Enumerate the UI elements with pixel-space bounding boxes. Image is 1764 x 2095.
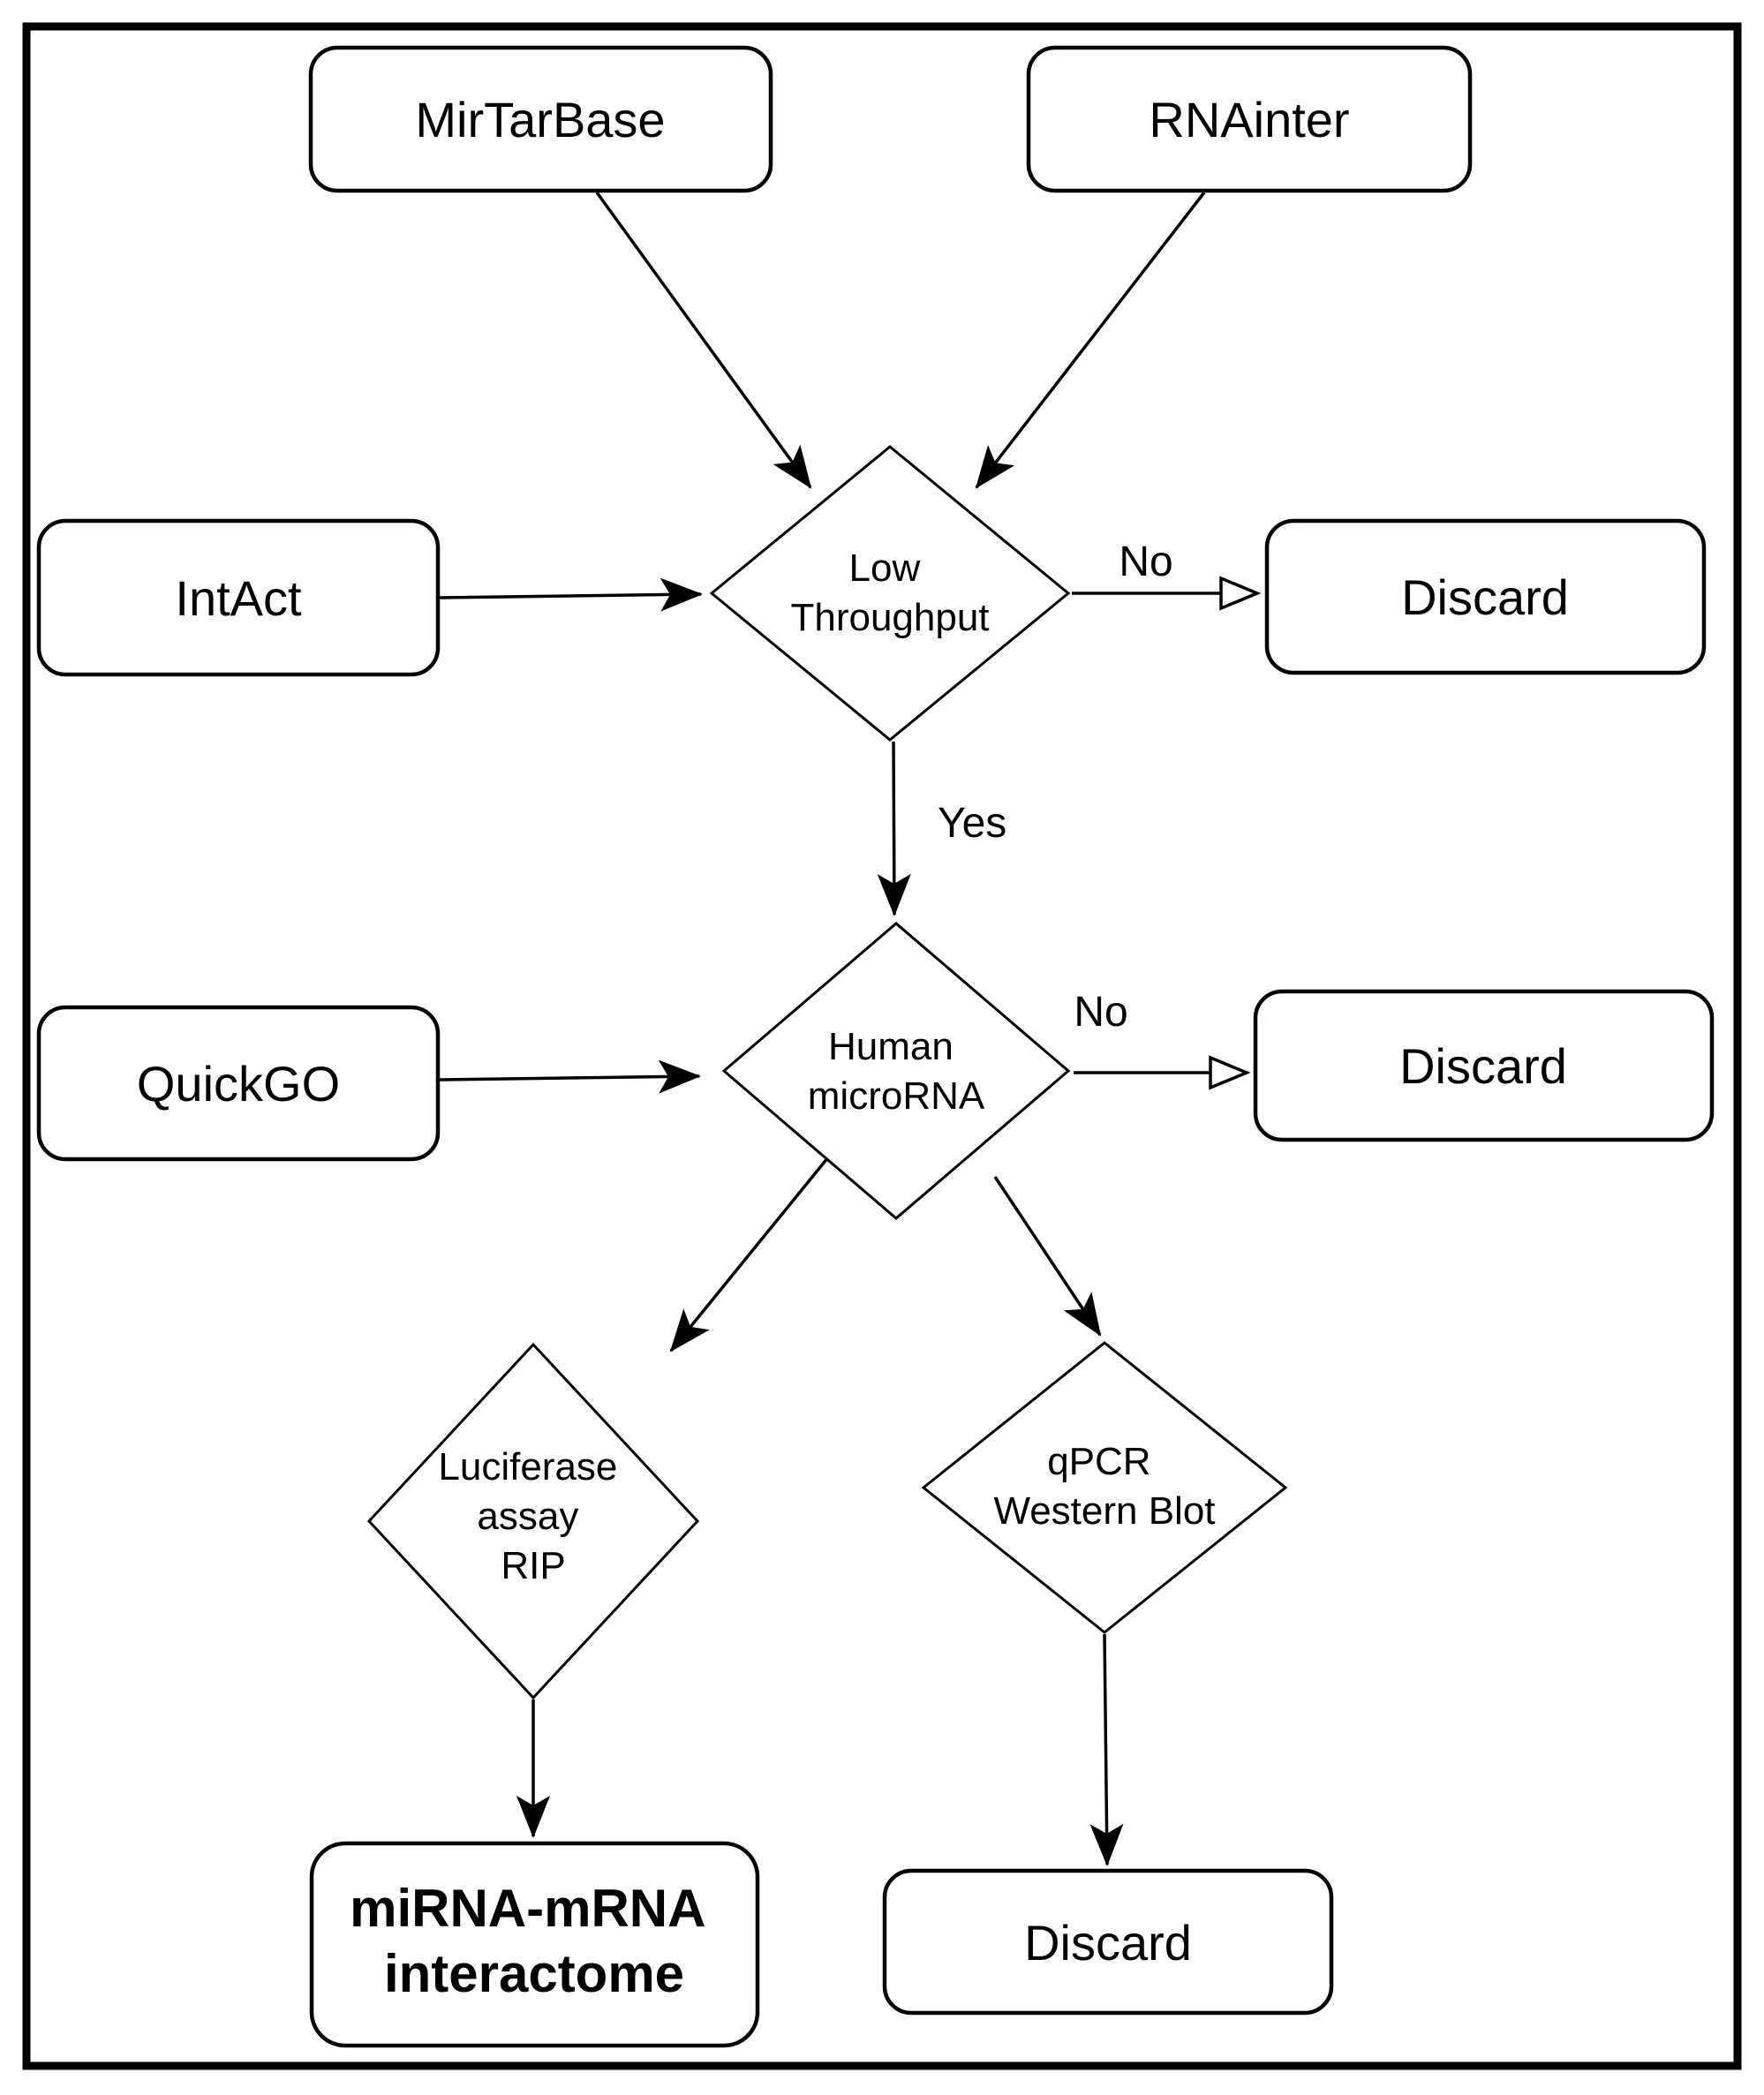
interactome-label: miRNA-mRNA interactome — [350, 1879, 719, 2003]
edge-low-throughput-yes-to-human-microrna — [877, 741, 911, 916]
low-throughput-label: Low Throughput — [790, 546, 989, 639]
edge-label-yes: Yes — [938, 800, 1006, 847]
node-mirtarbase: MirTarBase — [308, 45, 773, 193]
edge-qpcr-to-discard — [1089, 1633, 1124, 1866]
edge-rnainter-to-low-throughput — [975, 191, 1206, 489]
edge-mirtarbase-to-low-throughput — [595, 191, 812, 489]
node-interactome: miRNA-mRNA interactome — [309, 1841, 760, 2048]
node-qpcr-western: qPCR Western Blot — [921, 1341, 1288, 1634]
human-microrna-diamond — [721, 922, 1071, 1220]
quickgo-label: QuickGO — [137, 1056, 340, 1112]
interactome-box — [309, 1841, 760, 2048]
edge-intact-to-low-throughput — [439, 577, 703, 612]
edge-label-no-mid: No — [1074, 989, 1127, 1036]
node-quickgo: QuickGO — [36, 1005, 441, 1162]
node-intact: IntAct — [36, 518, 441, 677]
qpcr-western-label: qPCR Western Blot — [993, 1440, 1215, 1533]
mirtarbase-label: MirTarBase — [415, 92, 665, 147]
rnainter-label: RNAinter — [1149, 92, 1349, 147]
node-low-throughput: Low Throughput — [709, 445, 1071, 742]
node-luciferase-rip: Luciferase assay RIP — [366, 1342, 700, 1700]
edge-label-no-top: No — [1119, 539, 1172, 585]
quickgo-box — [36, 1005, 441, 1162]
mirtarbase-box — [308, 45, 773, 193]
luciferase-rip-label: Luciferase assay RIP — [438, 1445, 628, 1587]
discard-top-box — [1264, 518, 1707, 675]
discard-bottom-label: Discard — [1024, 1915, 1192, 1971]
discard-mid-box — [1253, 989, 1715, 1142]
intact-box — [36, 518, 441, 677]
discard-mid-label: Discard — [1399, 1038, 1567, 1094]
low-throughput-diamond — [709, 445, 1071, 742]
luciferase-rip-diamond — [366, 1342, 700, 1700]
intact-label: IntAct — [175, 570, 302, 626]
edge-quickgo-to-human-microrna — [439, 1059, 701, 1094]
discard-bottom-box — [882, 1868, 1334, 2016]
outer-frame-border — [22, 22, 1742, 2070]
edges — [439, 191, 1262, 1866]
edge-human-microrna-to-luciferase — [669, 1156, 830, 1353]
human-microrna-label: Human microRNA — [808, 1025, 985, 1118]
node-discard-bottom: Discard — [882, 1868, 1334, 2016]
qpcr-western-diamond — [921, 1341, 1288, 1634]
discard-top-label: Discard — [1401, 569, 1569, 625]
node-rnainter: RNAinter — [1026, 45, 1473, 193]
node-discard-mid: Discard — [1253, 989, 1715, 1142]
edge-human-microrna-to-qpcr — [993, 1176, 1102, 1337]
node-discard-top: Discard — [1264, 518, 1707, 675]
node-human-microrna: Human microRNA — [721, 922, 1071, 1220]
rnainter-box — [1026, 45, 1473, 193]
